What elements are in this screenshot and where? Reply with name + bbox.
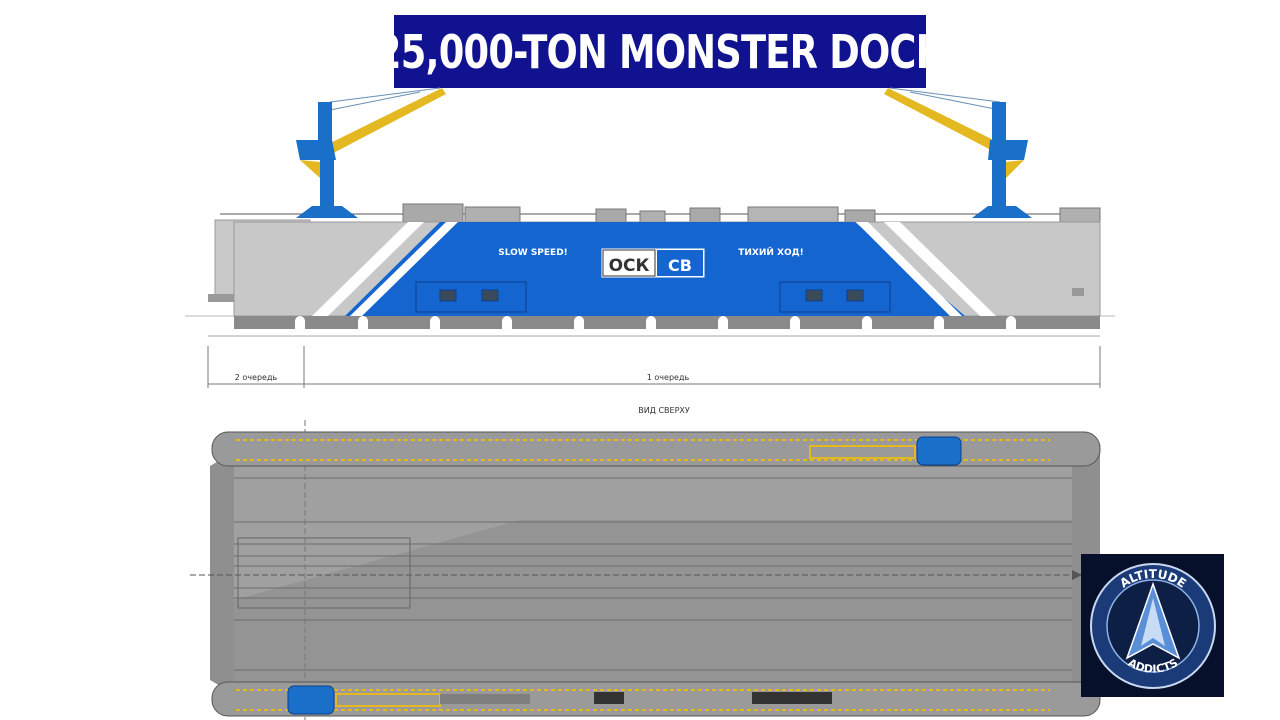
crane-right [884,87,1032,218]
keel-strip [234,316,1100,329]
crane-left [296,87,446,218]
badge-bottom-text-wrap: ADDICTS [1126,656,1180,676]
dim-stage-1: 1 очередь [647,373,690,382]
stripe-left-2 [350,222,458,316]
slogan-right: ТИХИЙ ХОД! [738,246,804,258]
title-banner: 25,000-TON MONSTER DOCK [376,15,945,88]
keel-block-rows [234,477,1072,671]
stripe-left-1 [312,222,424,316]
slogan-left: SLOW SPEED! [498,248,568,258]
dimension-lines [207,346,1101,388]
top-view-label: ВИД СВЕРХУ [638,406,690,415]
badge-art: ALTITUDE ADDICTS [1090,563,1216,689]
page-title: 25,000-TON MONSTER DOCK [376,24,944,79]
stripe-right-1 [856,222,962,316]
side-view: SLOW SPEED! ТИХИЙ ХОД! ОСК СВ [185,87,1115,388]
floor-shadow [234,520,1072,682]
channel-badge: ALTITUDE ADDICTS [1081,554,1224,697]
stage-2-outline [237,537,411,609]
logo-sv-text: СВ [668,256,692,275]
badge-bottom-text: ADDICTS [1126,656,1180,676]
stripe-right-2 [884,222,996,316]
jet-icon [1141,598,1165,646]
crane-left-boom [312,88,446,160]
stern-fitting [1072,288,1084,296]
top-view: ВИД СВЕРХУ [190,406,1101,720]
crane-top-plan [809,436,962,466]
stern-arrow [1072,570,1082,580]
company-logo: ОСК СВ [600,247,706,279]
crane-bottom-plan [287,685,832,715]
keel-arches [295,316,1016,329]
dim-stage-2: 2 очередь [235,373,278,382]
logo-osk-text: ОСК [609,256,650,276]
bow-ramp [208,294,236,302]
crane-right-boom [884,88,1018,160]
hull-hatches [415,281,891,313]
